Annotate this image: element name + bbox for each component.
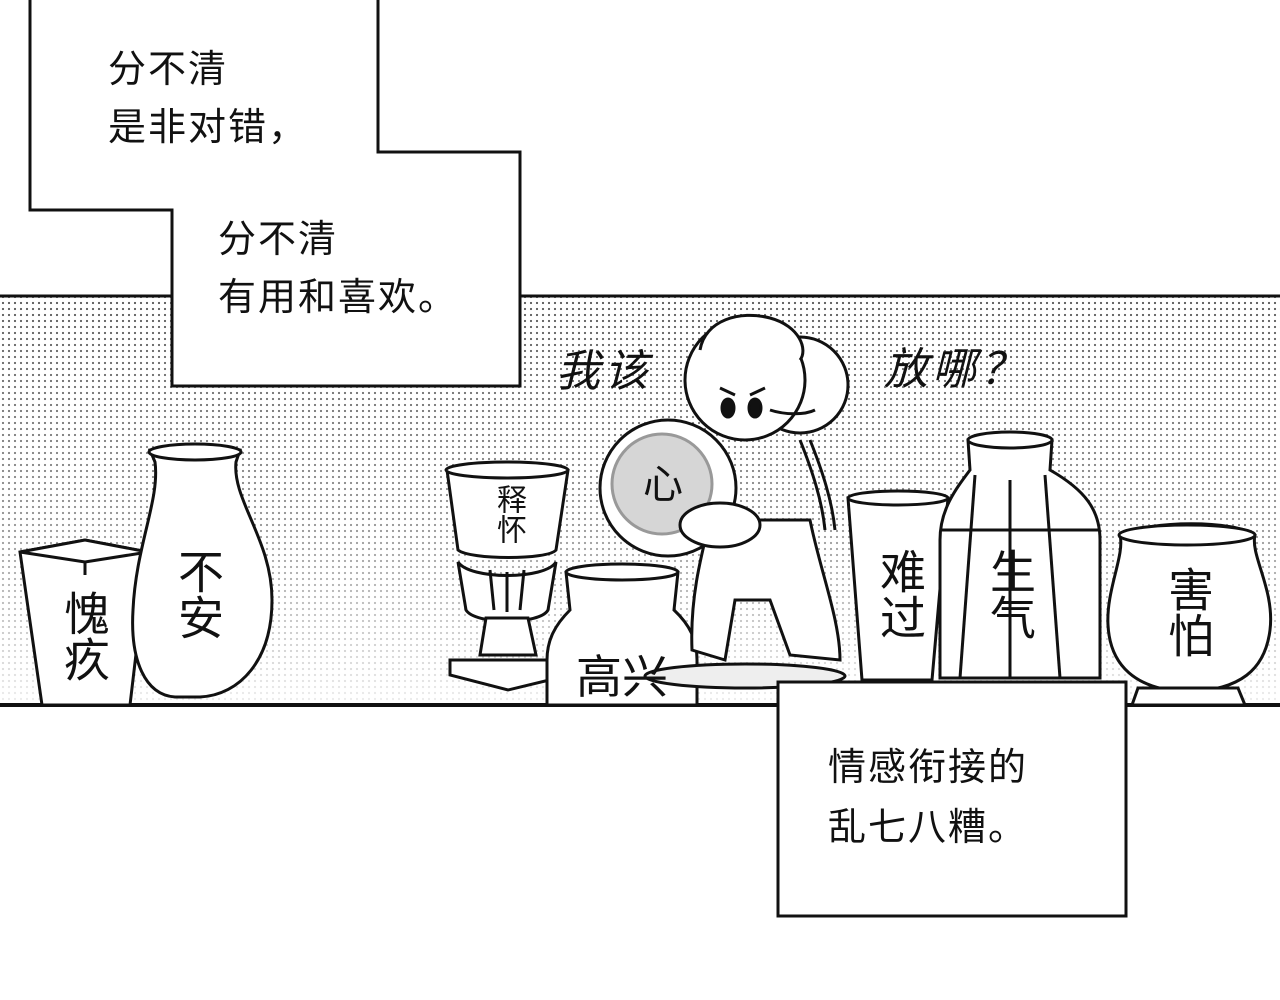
caption-box-1-frame [28, 0, 522, 388]
bottle-label: 生气 [982, 548, 1038, 649]
square-vase-text: 愧疚 [57, 590, 111, 682]
plate [598, 418, 762, 558]
pot-text: 害怕 [1161, 566, 1215, 658]
tall-vase [131, 442, 274, 699]
bottle-text: 生气 [983, 548, 1037, 640]
caption-1-line-1: 分不清 [108, 47, 229, 91]
caption-1-line-2: 是非对错， [108, 105, 309, 149]
tall-vase-text: 不安 [171, 548, 225, 640]
cup-label: 难过 [872, 548, 928, 649]
cup-text: 难过 [873, 548, 927, 640]
caption-2-line-2: 有用和喜欢。 [218, 275, 459, 319]
speech-left: 我该 [556, 346, 652, 397]
pot [1106, 522, 1273, 707]
square-vase-label: 愧疚 [56, 590, 112, 691]
speech-right: 放哪？ [884, 344, 1028, 395]
goblet-label: 释怀 [488, 484, 528, 553]
jar-label: 高兴 [576, 650, 668, 704]
plate-label: 心 [643, 462, 683, 508]
tall-vase-label: 不安 [170, 548, 226, 649]
bottle [938, 430, 1102, 680]
caption-2-line-1: 分不清 [218, 217, 339, 261]
cup [846, 489, 950, 682]
goblet-text: 释怀 [491, 484, 526, 544]
character [643, 313, 850, 690]
caption-3-line-1: 情感衔接的 [828, 745, 1029, 789]
caption-box-3-frame [776, 680, 1128, 918]
goblet [444, 460, 573, 692]
caption-3-line-2: 乱七八糟。 [828, 805, 1029, 849]
pot-label: 害怕 [1160, 566, 1216, 667]
